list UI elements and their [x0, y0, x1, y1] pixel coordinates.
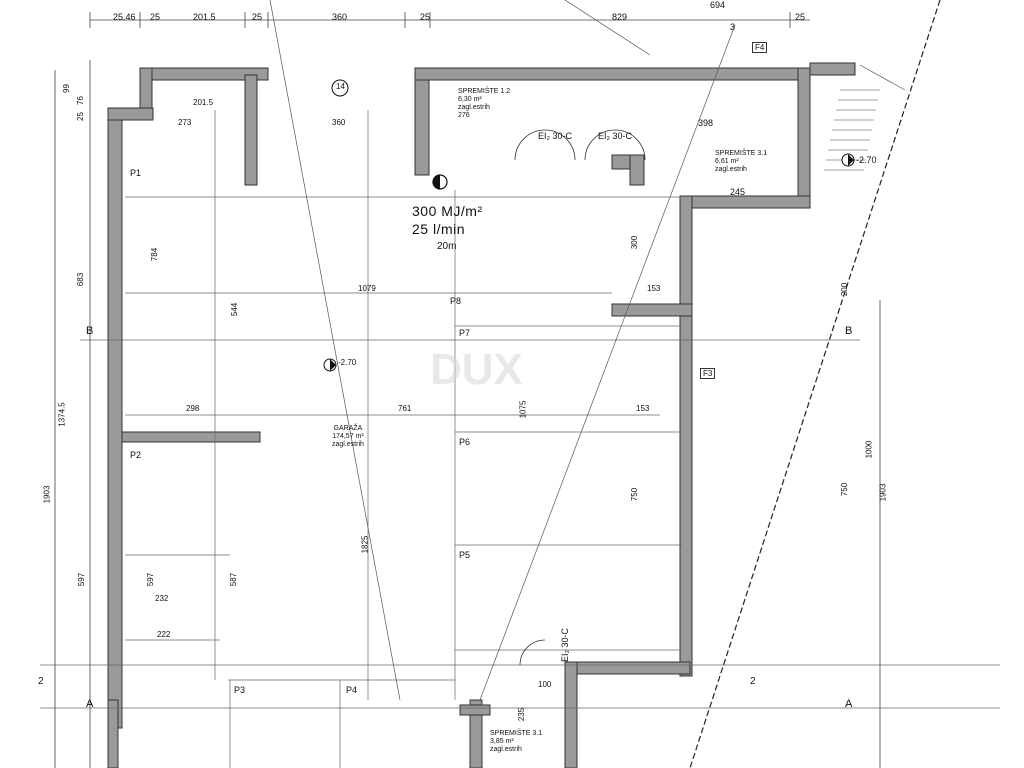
- parking-p7: P7: [459, 328, 471, 338]
- room-floor: zagl.estrih: [332, 441, 364, 448]
- dim-left-597: 597: [77, 572, 87, 587]
- dimension-lines: [54, 12, 881, 768]
- dim-100: 100: [538, 680, 552, 689]
- dim-1079: 1079: [358, 284, 376, 293]
- dim-761: 761: [398, 404, 412, 413]
- level-stair: -2.70: [856, 155, 877, 165]
- dim-222: 222: [157, 630, 171, 639]
- dim-1075: 1075: [518, 400, 528, 419]
- dim-left-1374: 1374.5: [57, 402, 67, 427]
- dim-top-3: 201.5: [193, 12, 216, 22]
- marker-3: 3: [730, 22, 736, 32]
- dim-232: 232: [155, 594, 169, 603]
- dim-1000: 1000: [864, 440, 874, 459]
- fire-flow: 25 l/min: [412, 221, 466, 237]
- room-area: 6,30 m²: [458, 96, 482, 103]
- room-area: 174,57 m²: [332, 433, 364, 440]
- level-marker-stair: [841, 153, 855, 167]
- parking-p4: P4: [346, 685, 358, 695]
- room-spremiste-12: SPREMIŠTE 1.2 6,30 m² zagl.estrih 276: [458, 88, 510, 120]
- room-name: SPREMIŠTE 3.1: [715, 150, 768, 157]
- dim-544: 544: [230, 302, 240, 317]
- parking-p3: P3: [234, 685, 246, 695]
- room-floor: zagl.estrih: [715, 166, 747, 173]
- dim-top-6: 25: [420, 12, 431, 22]
- dim-left-76: 76: [75, 96, 85, 105]
- dim-153-top: 153: [647, 284, 661, 293]
- dim-200: 200: [840, 282, 850, 297]
- room-floor: zagl.estrih: [458, 104, 490, 111]
- dim-1825: 1825: [360, 535, 370, 554]
- dim-597-inner: 597: [146, 572, 156, 587]
- room-garaza: GARAŽA 174,57 m² zagl.estrih: [332, 425, 364, 449]
- parking-p2: P2: [130, 450, 142, 460]
- watermark-logo: DUX: [430, 345, 523, 394]
- room-spremiste-31b: SPREMIŠTE 3.1 3,85 m² zagl.estrih: [490, 730, 542, 754]
- dim-750: 750: [630, 487, 640, 502]
- room-name: GARAŽA: [333, 425, 363, 432]
- marker-f4: F4: [752, 42, 768, 53]
- dim-top-8: 25: [795, 12, 806, 22]
- section-b: B: [845, 325, 853, 337]
- dim-201-5: 201.5: [193, 98, 214, 107]
- door-label-1: EI₂ 30-C: [538, 131, 573, 141]
- marker-f3: F3: [700, 368, 716, 379]
- dim-750-right: 750: [840, 482, 850, 497]
- fire-load: 300 MJ/m²: [412, 203, 483, 219]
- dim-587: 587: [229, 572, 239, 587]
- room-floor: zagl.estrih: [490, 746, 522, 753]
- section-a-left: A: [86, 698, 94, 710]
- dim-top-4: 25: [252, 12, 263, 22]
- room-dim: 276: [458, 112, 470, 119]
- dim-left-99: 99: [61, 84, 71, 93]
- room-spremiste-31a: SPREMIŠTE 3.1 6,61 m² zagl.estrih: [715, 150, 767, 174]
- dim-784: 784: [150, 247, 160, 262]
- section-b-left: B: [86, 325, 94, 337]
- door-label-3: EI₂ 30-C: [560, 627, 571, 663]
- dim-153: 153: [636, 404, 650, 413]
- door-swings: [514, 129, 646, 666]
- section-2-right: 2: [750, 676, 756, 687]
- boundary-line: [689, 0, 941, 768]
- dim-top-7: 829: [612, 12, 628, 22]
- slope-lines: [269, 0, 906, 701]
- door-label-2: EI₂ 30-C: [598, 131, 633, 141]
- fire-hydrant-symbol: [432, 174, 448, 190]
- room-name: SPREMIŠTE 3.1: [490, 730, 543, 737]
- stair-steps: [824, 89, 880, 171]
- dim-360: 360: [332, 118, 346, 127]
- dim-235: 235: [517, 707, 527, 722]
- dim-top-1: 25.46: [113, 12, 136, 22]
- dim-top-5: 360: [332, 12, 348, 22]
- walls: [107, 62, 856, 768]
- dim-298: 298: [186, 404, 200, 413]
- parking-p1: P1: [130, 168, 142, 178]
- level-marker: [323, 358, 337, 372]
- parking-p8: P8: [450, 296, 462, 306]
- dim-398: 398: [698, 118, 714, 128]
- dim-left-1903: 1903: [42, 485, 52, 504]
- dim-1903-right: 1903: [878, 483, 888, 502]
- room-area: 6,61 m²: [715, 158, 739, 165]
- parking-p5: P5: [459, 550, 471, 560]
- dim-top-2: 25: [150, 12, 161, 22]
- room-area: 3,85 m²: [490, 738, 514, 745]
- parking-p6: P6: [459, 437, 471, 447]
- dim-top-9: 694: [710, 0, 726, 10]
- section-a: A: [845, 698, 853, 710]
- section-2-left: 2: [38, 676, 44, 687]
- dim-273: 273: [178, 118, 192, 127]
- dim-300: 300: [630, 235, 640, 250]
- section-marker-a: [331, 79, 349, 97]
- fire-distance: 20m: [437, 241, 457, 252]
- dim-left-683: 683: [76, 272, 86, 287]
- level-garage: -2.70: [338, 358, 357, 367]
- marker-14: 14: [336, 82, 345, 91]
- dim-245: 245: [730, 187, 746, 197]
- dim-left-25: 25: [75, 112, 85, 121]
- room-name: SPREMIŠTE 1.2: [458, 88, 511, 95]
